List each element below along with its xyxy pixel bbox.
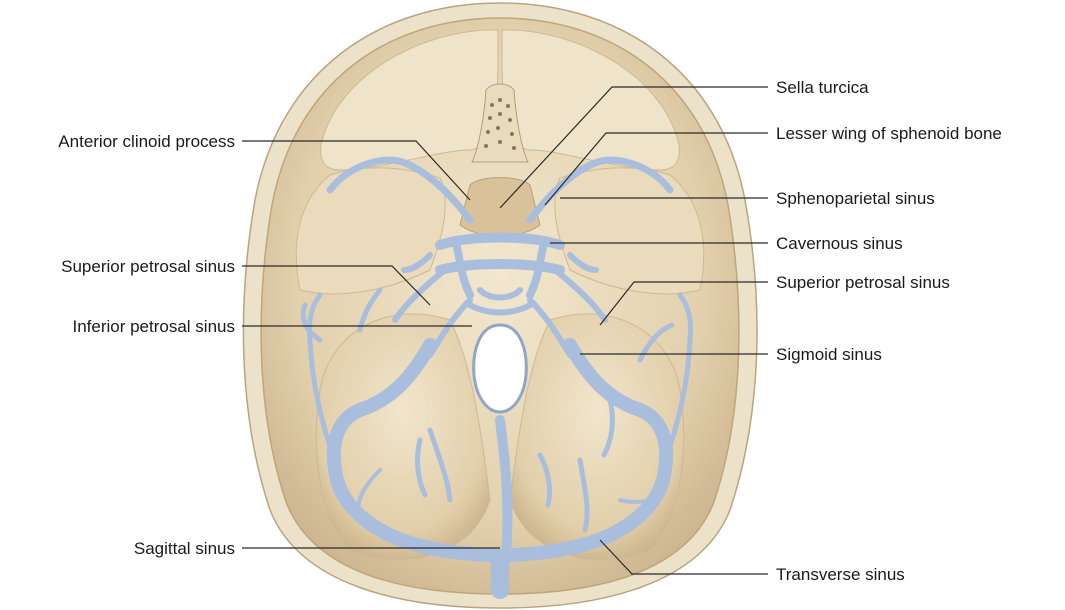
label-superior-petrosal-sinus-left: Superior petrosal sinus <box>61 257 235 276</box>
label-sigmoid-sinus: Sigmoid sinus <box>776 345 882 364</box>
label-cavernous-sinus: Cavernous sinus <box>776 234 903 253</box>
label-sella-turcica: Sella turcica <box>776 78 869 97</box>
label-transverse-sinus: Transverse sinus <box>776 565 905 584</box>
label-sagittal-sinus: Sagittal sinus <box>134 539 235 558</box>
label-inferior-petrosal-sinus: Inferior petrosal sinus <box>72 317 235 336</box>
label-anterior-clinoid-process: Anterior clinoid process <box>58 132 235 151</box>
label-lesser-wing: Lesser wing of sphenoid bone <box>776 124 1002 143</box>
label-sphenoparietal-sinus: Sphenoparietal sinus <box>776 189 935 208</box>
label-superior-petrosal-sinus-right: Superior petrosal sinus <box>776 273 950 292</box>
